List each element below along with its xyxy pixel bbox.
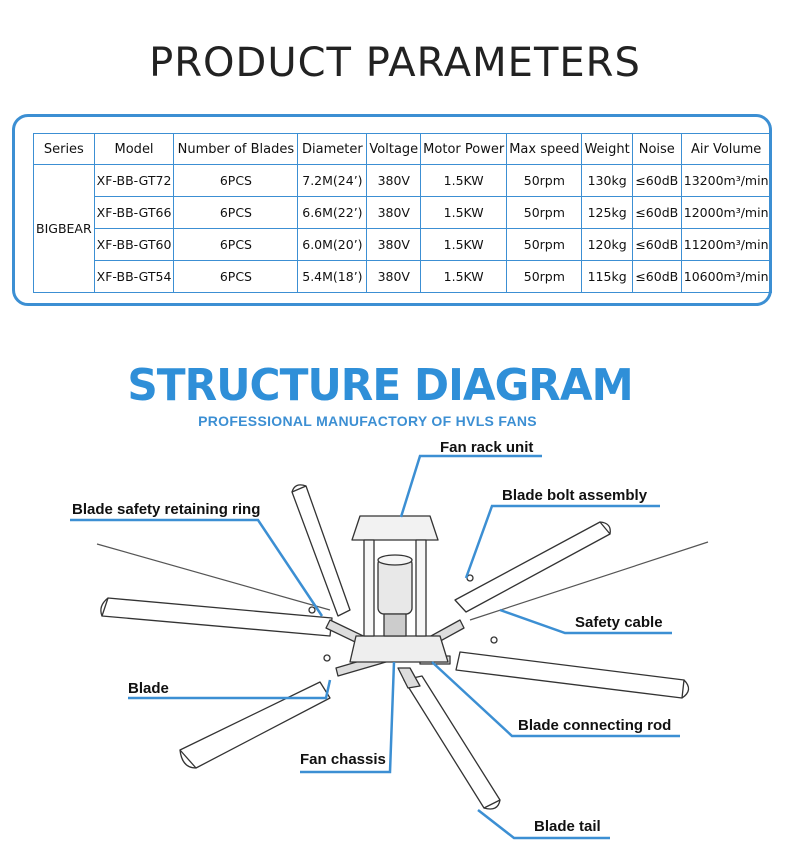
leader-fan-chassis bbox=[300, 661, 396, 774]
table-row: XF-BB-GT54 6PCS 5.4M(18’) 380V 1.5KW 50r… bbox=[34, 260, 772, 293]
header-series: Series bbox=[33, 133, 95, 165]
cell-noise: ≤60dB bbox=[631, 164, 682, 197]
header-diameter: Diameter bbox=[297, 133, 368, 165]
fan-rack-plate bbox=[351, 515, 439, 541]
cell-air-volume: 11200m³/min bbox=[680, 228, 772, 261]
blade-right bbox=[455, 651, 685, 699]
label-blade-tail: Blade tail bbox=[534, 818, 601, 835]
cell-blades: 6PCS bbox=[173, 164, 299, 197]
cell-motor-power: 1.5KW bbox=[420, 260, 508, 293]
header-voltage: Voltage bbox=[366, 133, 422, 165]
leader-fan-rack bbox=[399, 454, 542, 518]
blade-left bbox=[101, 597, 333, 637]
safety-cable-left bbox=[96, 543, 331, 611]
label-blade: Blade bbox=[128, 680, 169, 697]
cell-blades: 6PCS bbox=[173, 228, 299, 261]
leader-bolt-assembly bbox=[464, 504, 660, 579]
parameters-table: Series Model Number of Blades Diameter V… bbox=[33, 133, 772, 293]
table-header-row: Series Model Number of Blades Diameter V… bbox=[33, 133, 772, 165]
blade-bottom bbox=[403, 675, 501, 809]
cell-noise: ≤60dB bbox=[631, 260, 682, 293]
cell-max-speed: 50rpm bbox=[506, 164, 583, 197]
header-noise: Noise bbox=[631, 133, 682, 165]
cell-weight: 125kg bbox=[581, 196, 633, 229]
table-row: BIGBEAR XF-BB-GT72 6PCS 7.2M(24’) 380V 1… bbox=[33, 164, 772, 293]
leader-blade bbox=[128, 679, 332, 700]
cell-model: XF-BB-GT60 bbox=[93, 228, 175, 261]
label-safety-cable: Safety cable bbox=[575, 614, 663, 631]
cell-max-speed: 50rpm bbox=[506, 228, 583, 261]
header-air-volume: Air Volume bbox=[680, 133, 772, 165]
label-blade-safety-retaining-ring: Blade safety retaining ring bbox=[72, 501, 261, 518]
cell-model: XF-BB-GT72 bbox=[93, 164, 175, 197]
cell-model: XF-BB-GT66 bbox=[93, 196, 175, 229]
leader-connecting-rod bbox=[431, 661, 680, 738]
cell-air-volume: 10600m³/min bbox=[680, 260, 772, 293]
label-blade-connecting-rod: Blade connecting rod bbox=[518, 717, 672, 734]
cell-diameter: 7.2M(24’) bbox=[297, 164, 368, 197]
label-fan-rack-unit: Fan rack unit bbox=[440, 439, 534, 456]
label-fan-chassis: Fan chassis bbox=[300, 751, 386, 768]
cell-diameter: 5.4M(18’) bbox=[297, 260, 368, 293]
header-model: Model bbox=[93, 133, 175, 165]
cell-model: XF-BB-GT54 bbox=[93, 260, 175, 293]
leader-blade-tail bbox=[477, 809, 610, 840]
diagram-title: STRUCTURE DIAGRAM bbox=[127, 360, 633, 411]
cell-voltage: 380V bbox=[366, 196, 422, 229]
series-cell: BIGBEAR bbox=[33, 164, 95, 293]
table-row: XF-BB-GT60 6PCS 6.0M(20’) 380V 1.5KW 50r… bbox=[34, 228, 772, 261]
leader-safety-cable bbox=[499, 608, 672, 635]
cell-air-volume: 13200m³/min bbox=[680, 164, 772, 197]
cell-weight: 115kg bbox=[581, 260, 633, 293]
motor-shape bbox=[377, 557, 413, 615]
cell-voltage: 380V bbox=[366, 164, 422, 197]
cell-voltage: 380V bbox=[366, 228, 422, 261]
page-title: PRODUCT PARAMETERS bbox=[149, 40, 641, 86]
cell-blades: 6PCS bbox=[173, 196, 299, 229]
cell-weight: 130kg bbox=[581, 164, 633, 197]
header-blades: Number of Blades bbox=[173, 133, 299, 165]
header-motor-power: Motor Power bbox=[420, 133, 508, 165]
fan-chassis-shape bbox=[349, 635, 449, 663]
cell-diameter: 6.0M(20’) bbox=[297, 228, 368, 261]
header-weight: Weight bbox=[581, 133, 633, 165]
cell-noise: ≤60dB bbox=[631, 228, 682, 261]
leader-retaining-ring bbox=[70, 518, 324, 617]
header-max-speed: Max speed bbox=[506, 133, 583, 165]
diagram-subtitle: PROFESSIONAL MANUFACTORY OF HVLS FANS bbox=[198, 413, 537, 429]
blade-upper-right bbox=[454, 521, 611, 613]
cell-weight: 120kg bbox=[581, 228, 633, 261]
blade-upper-left bbox=[291, 485, 351, 617]
cell-voltage: 380V bbox=[366, 260, 422, 293]
cell-max-speed: 50rpm bbox=[506, 260, 583, 293]
cell-diameter: 6.6M(22’) bbox=[297, 196, 368, 229]
label-blade-bolt-assembly: Blade bolt assembly bbox=[502, 487, 648, 504]
cell-max-speed: 50rpm bbox=[506, 196, 583, 229]
cell-air-volume: 12000m³/min bbox=[680, 196, 772, 229]
cell-motor-power: 1.5KW bbox=[420, 196, 508, 229]
cell-noise: ≤60dB bbox=[631, 196, 682, 229]
cell-motor-power: 1.5KW bbox=[420, 164, 508, 197]
table-row: XF-BB-GT66 6PCS 6.6M(22’) 380V 1.5KW 50r… bbox=[34, 196, 772, 229]
cell-motor-power: 1.5KW bbox=[420, 228, 508, 261]
safety-cable-right bbox=[469, 541, 709, 621]
fan-illustration bbox=[70, 454, 709, 840]
cell-blades: 6PCS bbox=[173, 260, 299, 293]
